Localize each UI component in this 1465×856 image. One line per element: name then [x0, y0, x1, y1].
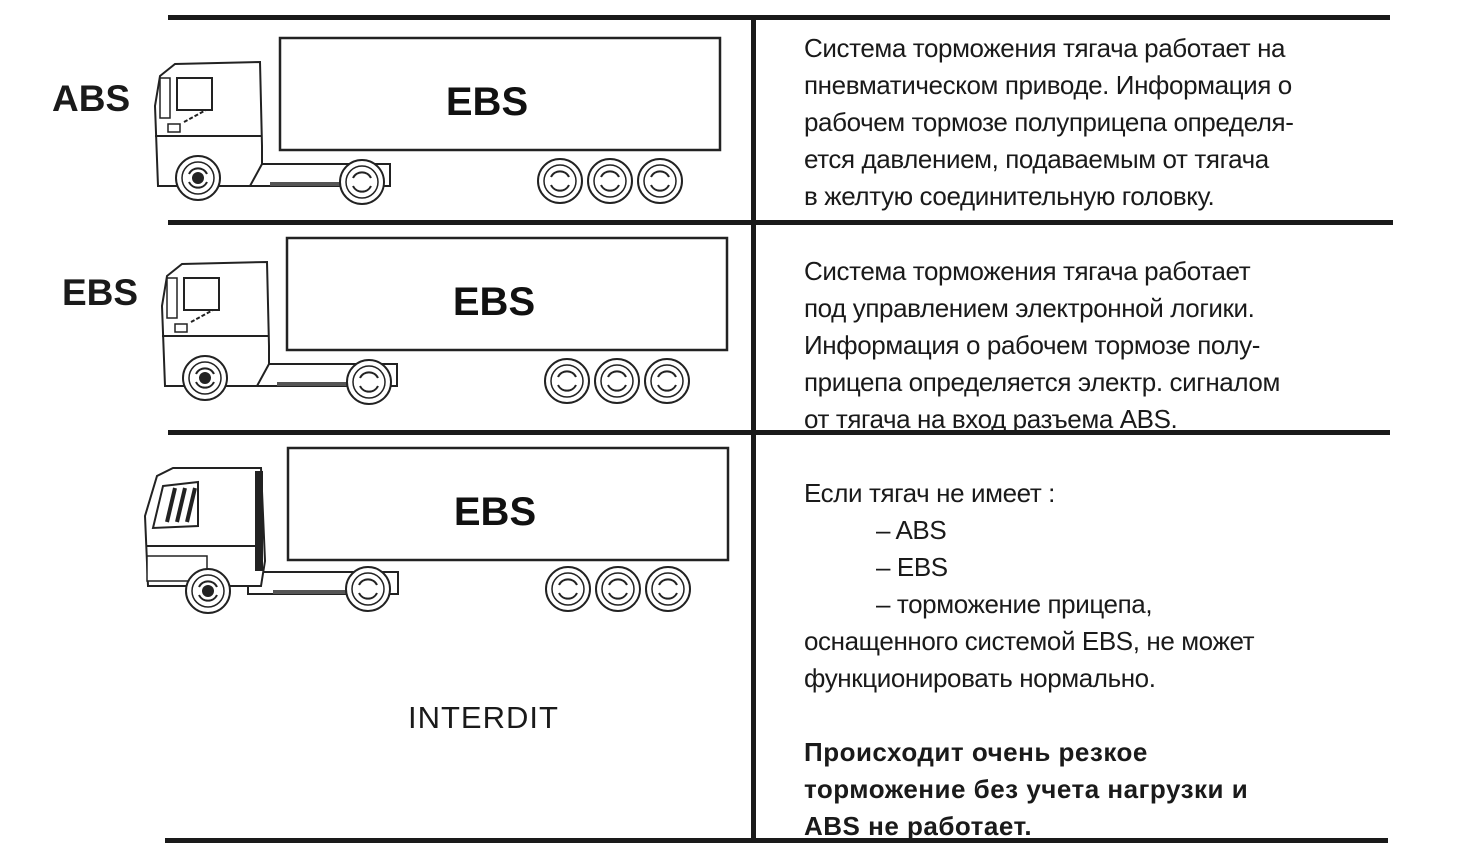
drive-wheel-arrows-icon	[358, 578, 378, 600]
abs-module-icon	[167, 123, 181, 133]
status-interdit: INTERDIT	[408, 700, 559, 735]
description-line: Если тягач не имеет :	[804, 478, 1055, 508]
trailer-wheel-arrows-icon	[558, 578, 578, 600]
description-line: Информация о рабочем тормозе полу-	[804, 330, 1260, 360]
truck-illustration-abs: EBS	[153, 36, 722, 205]
column-divider	[751, 15, 756, 841]
description-line: – торможение прицепа,	[876, 589, 1153, 619]
window-stripe	[165, 487, 177, 523]
trailer-box	[286, 446, 730, 562]
truck-illustration-none: EBS	[143, 446, 730, 614]
front-wheel-rim	[188, 361, 222, 395]
description-line: в желтую соединительную головку.	[804, 181, 1215, 211]
description-row-2: Система торможения тягача работает под у…	[804, 253, 1280, 438]
description-line: Система торможения тягача работает на	[804, 33, 1286, 63]
front-hub	[199, 372, 211, 384]
warning-line: торможение без учета нагрузки и	[804, 774, 1249, 804]
description-line: прицепа определяется электр. сигналом	[804, 367, 1280, 397]
signal-arrow-icon	[183, 109, 207, 123]
front-wheel-arrows-icon	[195, 367, 215, 389]
signal-arrow-icon	[190, 309, 214, 323]
cab-door-window	[159, 77, 171, 119]
drive-wheel-arrows-icon	[352, 171, 372, 193]
trailer-wheel-arrows-icon	[657, 370, 677, 392]
trailer-box	[285, 236, 729, 352]
trailer-wheel-rim	[643, 164, 677, 198]
description-line: пневматическом приводе. Информация о	[804, 70, 1292, 100]
trailer-wheel-rim	[601, 572, 635, 606]
window-stripe	[175, 487, 187, 523]
trailer-box	[278, 36, 722, 152]
front-wheel-rim	[181, 161, 215, 195]
drive-wheel-rim	[351, 572, 385, 606]
trailer-wheel-arrows-icon	[650, 170, 670, 192]
trailer-label: EBS	[446, 80, 528, 124]
trailer-wheel-rim	[650, 364, 684, 398]
description-line: ется давлением, подаваемым от тягача	[804, 144, 1269, 174]
front-hub	[192, 172, 204, 184]
description-line: функционировать нормально.	[804, 663, 1156, 693]
tractor-label-ebs: EBS	[62, 272, 139, 313]
description-line: – ABS	[876, 515, 947, 545]
trailer-label: EBS	[454, 490, 536, 534]
drive-wheel-arrows-icon	[359, 371, 379, 393]
warning-line: Происходит очень резкое	[804, 737, 1148, 767]
description-line: от тягача на вход разъема ABS.	[804, 404, 1178, 434]
front-wheel-rim	[191, 574, 225, 608]
trailer-wheel-arrows-icon	[608, 578, 628, 600]
cab-door-window	[166, 277, 178, 319]
trailer-wheel-arrows-icon	[550, 170, 570, 192]
front-wheel-arrows-icon	[198, 580, 218, 602]
truck-illustration-ebs: EBS	[160, 236, 729, 405]
row-divider-1	[168, 220, 1393, 225]
tractor-label-abs: ABS	[52, 78, 131, 119]
trailer-wheel-arrows-icon	[600, 170, 620, 192]
front-wheel-arrows-icon	[188, 167, 208, 189]
warning-text: Происходит очень резкое торможение без у…	[804, 734, 1248, 845]
trailer-wheel-rim	[550, 364, 584, 398]
description-line: оснащенного системой EBS, не может	[804, 626, 1255, 656]
trailer-wheel-rim	[593, 164, 627, 198]
description-line: – EBS	[876, 552, 948, 582]
table-border-top	[168, 15, 1390, 20]
cab-window	[183, 277, 220, 311]
trailer-wheel-arrows-icon	[658, 578, 678, 600]
drive-wheel-rim	[345, 165, 379, 199]
table-border-bottom	[165, 838, 1388, 843]
trailer-wheel-rim	[651, 572, 685, 606]
cab-back	[255, 471, 263, 571]
abs-module-icon	[174, 323, 188, 333]
trailer-wheel-arrows-icon	[557, 370, 577, 392]
trailer-label: EBS	[453, 280, 535, 324]
front-hub	[202, 585, 214, 597]
row-divider-2	[168, 430, 1390, 435]
trailer-wheel-rim	[543, 164, 577, 198]
warning-line: ABS не работает.	[804, 811, 1033, 841]
drive-wheel-rim	[352, 365, 386, 399]
description-line: Система торможения тягача работает	[804, 256, 1251, 286]
trailer-wheel-rim	[551, 572, 585, 606]
trailer-wheel-arrows-icon	[607, 370, 627, 392]
cab-window	[176, 77, 213, 111]
description-row-1: Система торможения тягача работает на пн…	[804, 30, 1294, 215]
window-stripe	[185, 487, 197, 523]
description-row-3: Если тягач не имеет : – ABS – EBS – торм…	[804, 475, 1255, 697]
description-line: рабочем тормозе полуприцепа определя-	[804, 107, 1294, 137]
description-line: под управлением электронной логики.	[804, 293, 1255, 323]
trailer-wheel-rim	[600, 364, 634, 398]
